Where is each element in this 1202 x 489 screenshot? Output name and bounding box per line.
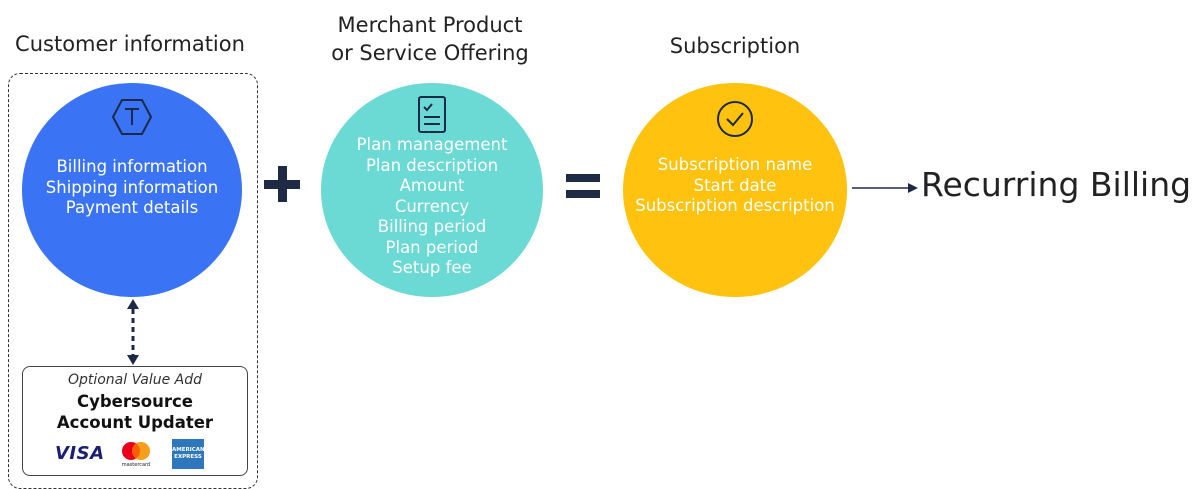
result-label: Recurring Billing <box>921 165 1192 204</box>
amex-logo: AMERICAN EXPRESS <box>172 439 205 469</box>
subscription-circle: Subscription name Start date Subscriptio… <box>623 83 847 297</box>
mastercard-wordmark: mastercard <box>121 462 151 468</box>
customer-circle: Billing information Shipping information… <box>22 83 242 297</box>
offering-circle: Plan management Plan description Amount … <box>321 83 543 297</box>
customer-item: Shipping information <box>45 177 219 197</box>
bidirectional-arrow-icon <box>125 297 141 367</box>
offering-item: Plan management <box>356 135 508 154</box>
offering-item: Plan period <box>385 237 479 257</box>
check-circle-icon <box>715 99 755 139</box>
addon-title: Cybersource Account Updater <box>23 391 247 433</box>
account-updater-box: Optional Value Add Cybersource Account U… <box>22 366 248 476</box>
offering-item: Plan description <box>365 155 499 175</box>
offering-items: Plan management Plan description Amount … <box>321 135 543 279</box>
customer-heading: Customer information <box>15 32 245 56</box>
offering-item: Amount <box>399 176 465 195</box>
checklist-document-icon <box>414 95 450 135</box>
subscription-item: Subscription name <box>657 155 813 174</box>
addon-tag: Optional Value Add <box>67 372 203 388</box>
customer-items: Billing information Shipping information… <box>22 157 242 219</box>
visa-logo: VISA <box>55 443 105 464</box>
amex-wordmark: AMERICAN <box>172 447 205 453</box>
amex-wordmark: EXPRESS <box>174 454 202 460</box>
arrow-right-icon <box>852 181 918 195</box>
subscription-items: Subscription name Start date Subscriptio… <box>623 155 847 217</box>
customer-item: Payment details <box>65 198 199 217</box>
addon-title-line: Cybersource <box>76 392 193 411</box>
offering-heading: Merchant Product or Service Offering <box>305 11 555 67</box>
offering-item: Currency <box>394 196 470 216</box>
addon-title-line: Account Updater <box>56 413 214 432</box>
offering-item: Setup fee <box>392 258 472 277</box>
offering-heading-line: or Service Offering <box>331 41 529 65</box>
subscription-heading: Subscription <box>669 34 801 58</box>
tokenization-hexagon-icon <box>110 97 154 137</box>
mastercard-logo: mastercard <box>119 441 153 468</box>
subscription-item: Start date <box>693 175 777 195</box>
customer-item: Billing information <box>56 157 208 176</box>
offering-item: Billing period <box>377 217 487 236</box>
offering-heading-line: Merchant Product <box>337 13 523 37</box>
subscription-item: Subscription description <box>635 196 835 215</box>
